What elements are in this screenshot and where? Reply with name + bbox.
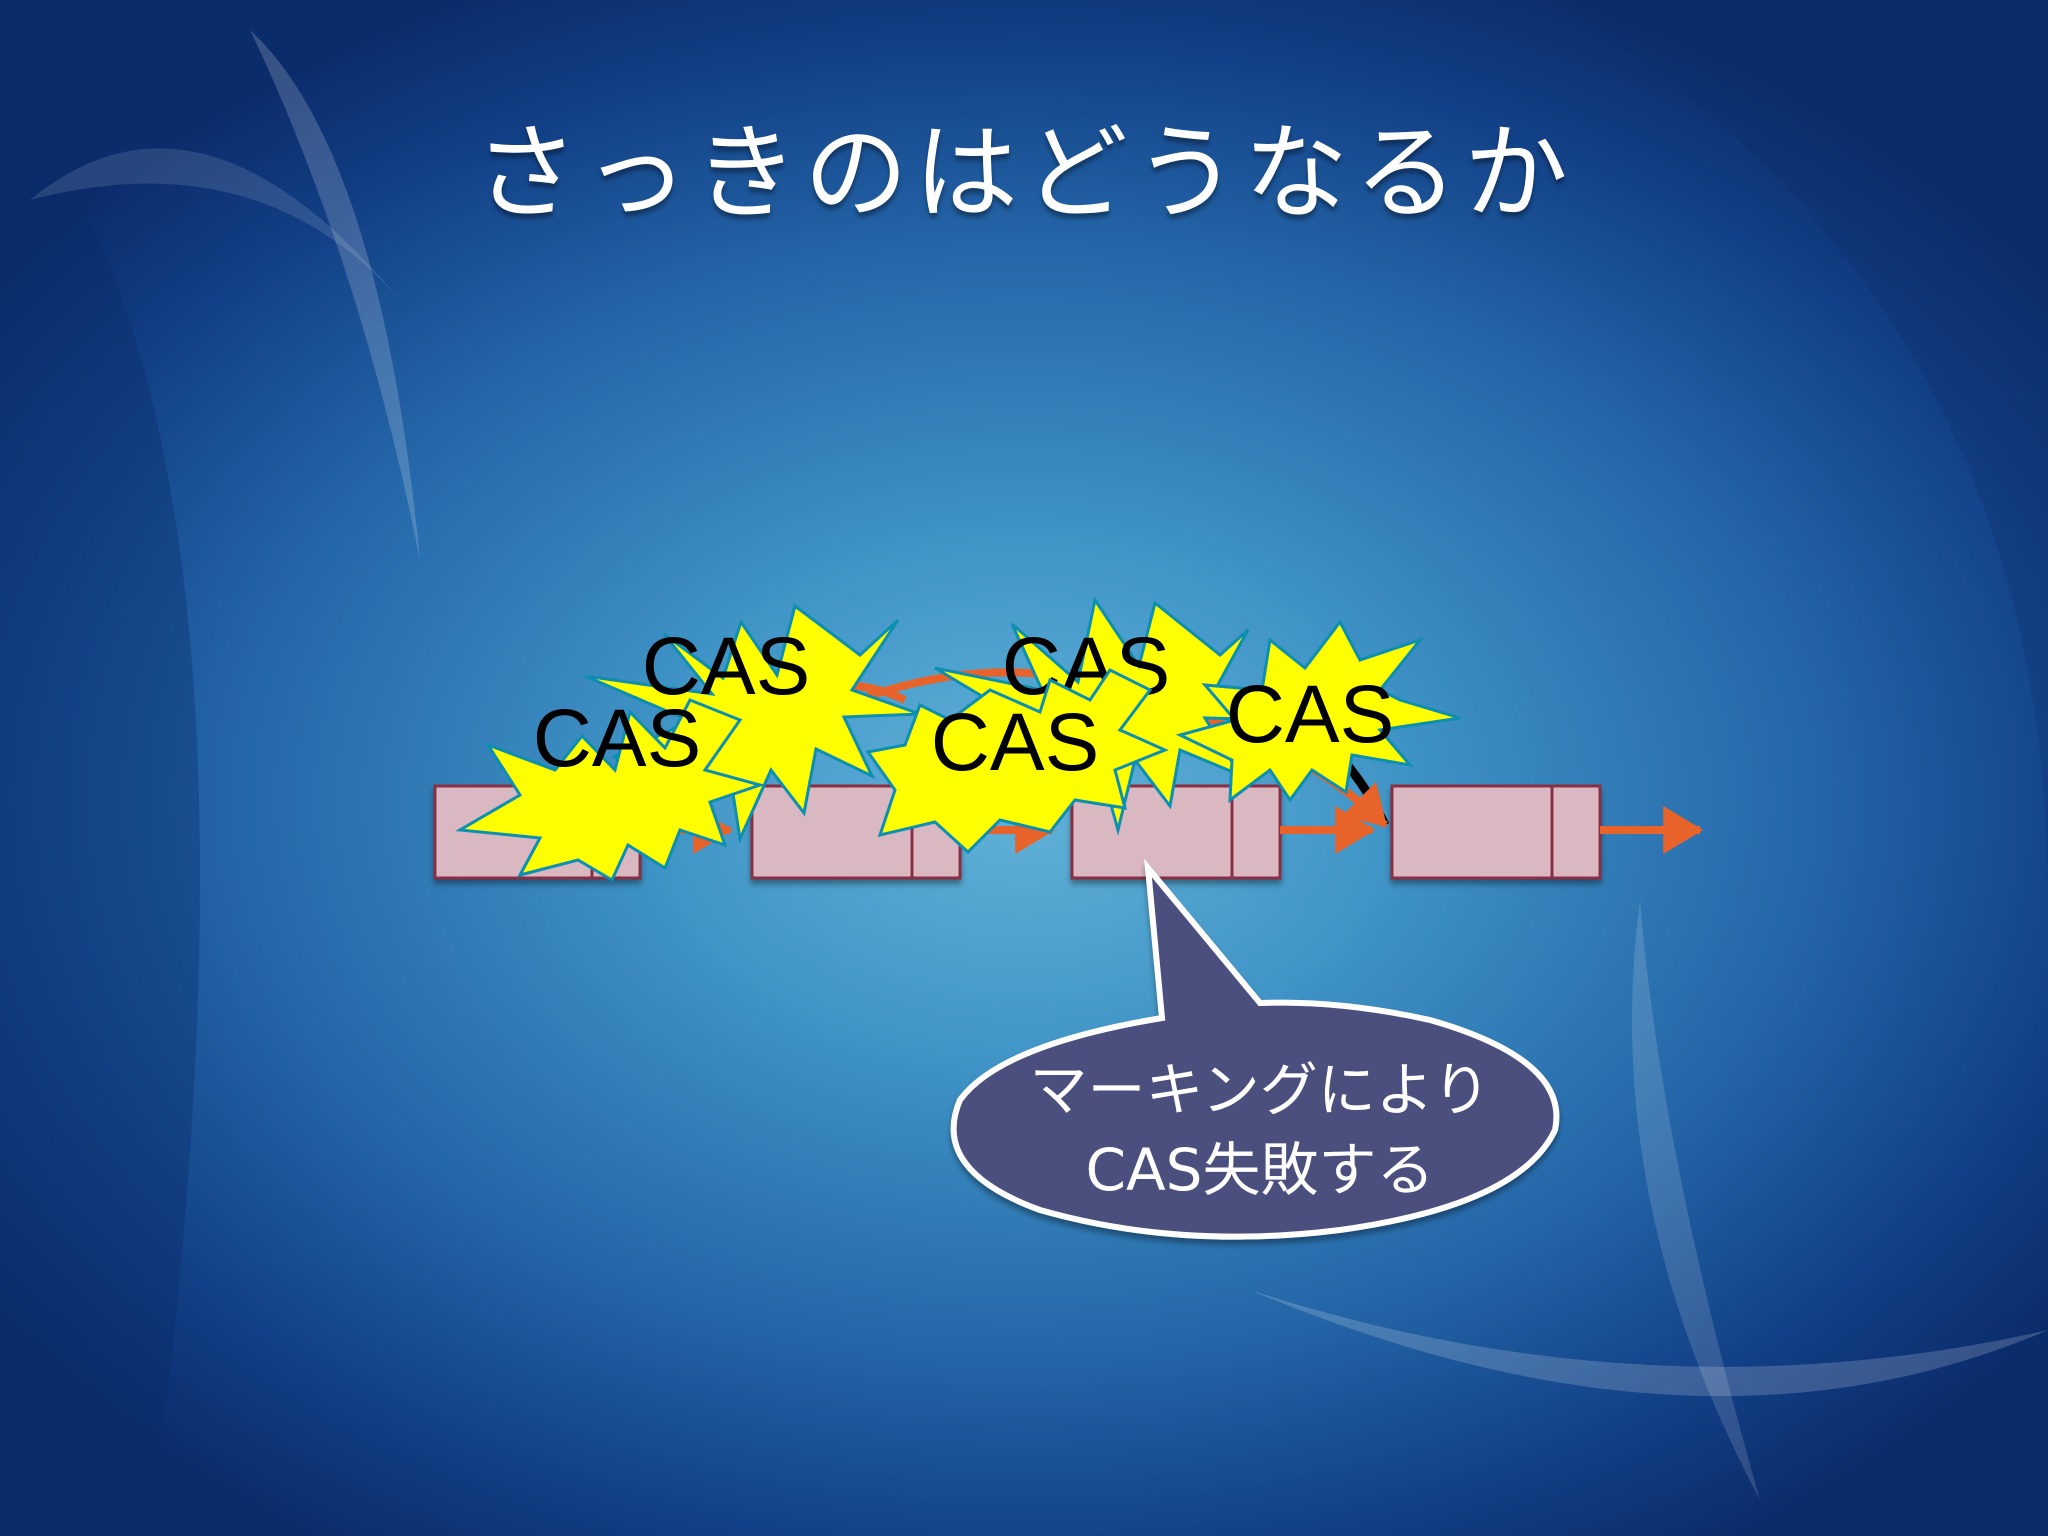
slide-title: さっきのはどうなるか — [473, 112, 1574, 234]
callout-line-2: CAS失敗する — [1085, 1136, 1435, 1204]
cas-burst: CAS — [1175, 619, 1461, 804]
svg-text:CAS: CAS — [1226, 669, 1395, 760]
list-node — [1390, 784, 1602, 880]
svg-text:CAS: CAS — [931, 697, 1100, 788]
svg-text:CAS: CAS — [642, 621, 811, 712]
cas-burst: CAS — [455, 693, 766, 883]
callout-line-1: マーキングにより — [1029, 1056, 1491, 1124]
callout-balloon — [950, 858, 1560, 1240]
svg-text:CAS: CAS — [533, 693, 702, 784]
cas-burst: CAS — [865, 668, 1169, 855]
cas-burst: CAS — [584, 603, 921, 845]
callout-text: マーキングにより CAS失敗する — [950, 1050, 1570, 1210]
